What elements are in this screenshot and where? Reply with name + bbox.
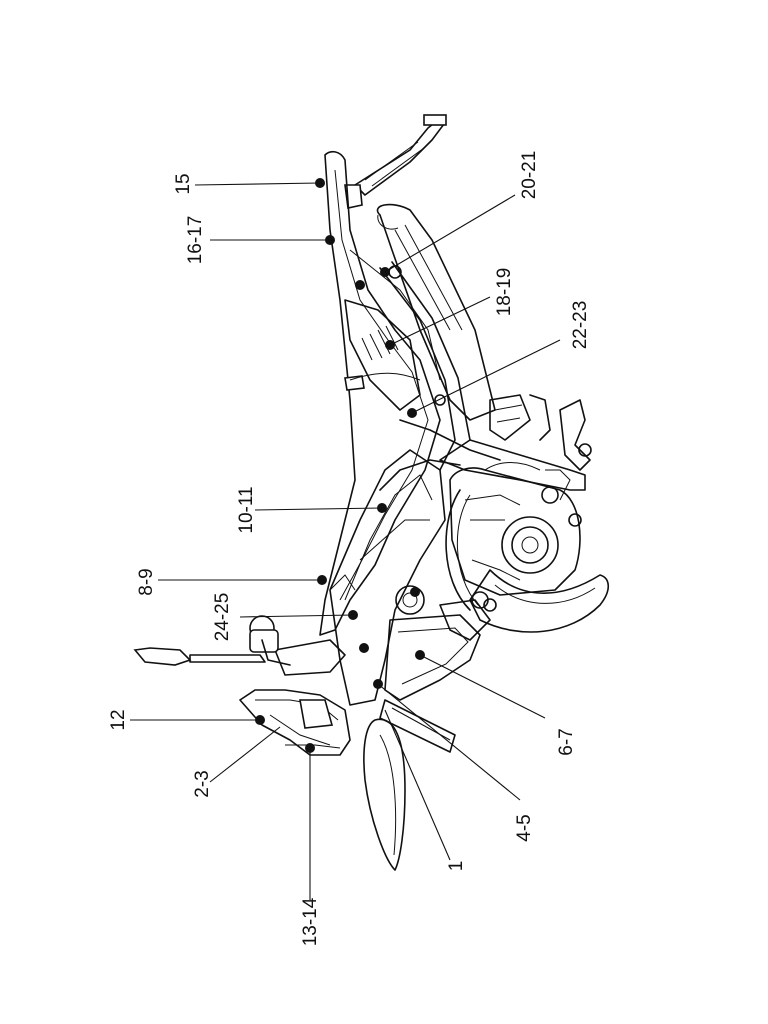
label-24-25: 24-25 [212, 593, 233, 642]
leader-20-21 [384, 194, 516, 273]
label-10-11: 10-11 [236, 486, 257, 533]
dot-tank-side [410, 587, 420, 597]
dot-6-7 [415, 650, 425, 660]
dot-20-21 [380, 267, 390, 277]
label-22-23: 22-23 [570, 301, 591, 350]
label-16-17: 16-17 [185, 216, 206, 265]
handlebar-mirror [133, 615, 346, 676]
label-20-21: 20-21 [519, 151, 540, 200]
dot-seat [355, 280, 365, 290]
dot-24-25 [348, 610, 358, 620]
motorcycle-illustration [133, 114, 610, 871]
label-1: 1 [446, 861, 467, 872]
side-panel-vents [344, 299, 421, 411]
front-cowl-headlight [239, 689, 351, 756]
front-side-fairing [384, 614, 481, 701]
leader-2-3 [209, 726, 281, 783]
label-13-14: 13-14 [300, 897, 321, 946]
leader-24-25 [239, 614, 354, 618]
label-15: 15 [173, 173, 194, 194]
dot-12 [255, 715, 265, 725]
leader-6-7 [419, 654, 546, 719]
callout-labels: 15 16-17 20-21 18-19 22-23 10-11 8-9 24-… [108, 151, 591, 947]
engine [449, 462, 582, 596]
leader-15 [194, 182, 321, 186]
dot-4-5 [373, 679, 383, 689]
dot-18-19 [385, 340, 395, 350]
leader-10-11 [254, 507, 383, 511]
exhaust-muffler [376, 203, 496, 421]
label-8-9: 8-9 [136, 568, 157, 595]
label-12: 12 [108, 709, 129, 730]
label-18-19: 18-19 [494, 268, 515, 317]
swingarm-pegs [439, 394, 592, 491]
dot-tank-front [359, 643, 369, 653]
callout-leaders [130, 178, 561, 900]
dot-10-11 [377, 503, 387, 513]
leader-1 [384, 709, 451, 861]
leader-22-23 [411, 339, 561, 414]
label-4-5: 4-5 [514, 814, 535, 841]
dot-22-23 [407, 408, 417, 418]
label-6-7: 6-7 [556, 728, 577, 755]
leader-4-5 [377, 683, 521, 801]
front-mudguard [469, 569, 610, 633]
rear-license-bracket [344, 114, 447, 209]
radiator-shroud [439, 599, 491, 641]
dot-13-14 [305, 743, 315, 753]
dot-16-17 [325, 235, 335, 245]
label-2-3: 2-3 [192, 770, 213, 797]
leader-18-19 [389, 296, 491, 346]
fork-tube [379, 699, 456, 753]
fuel-tank-shroud [329, 449, 446, 706]
front-wheel-arc [445, 489, 497, 612]
dot-15 [315, 178, 325, 188]
dot-8-9 [317, 575, 327, 585]
